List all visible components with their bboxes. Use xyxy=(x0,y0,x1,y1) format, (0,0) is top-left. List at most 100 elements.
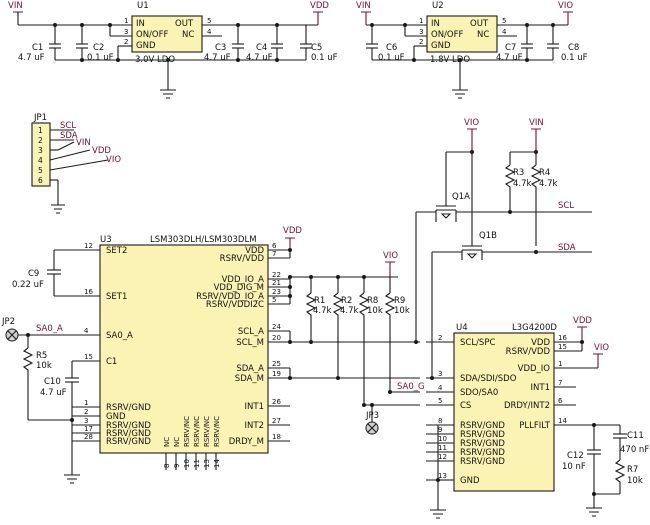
u1-pin-nc: NC xyxy=(182,30,194,40)
level-shifter: VIO VIN R3 4.7k R4 4.7k Q1A xyxy=(414,118,592,380)
u4-right-pin-label: VDD xyxy=(531,338,550,348)
u4-right-pin-label: RSRV/VDD xyxy=(506,347,551,357)
u4-left-pin-number: 11 xyxy=(438,444,447,452)
svg-text:C8: C8 xyxy=(568,43,579,53)
u4-left-pin-label: RSRV/GND xyxy=(460,448,505,458)
svg-text:1: 1 xyxy=(124,17,128,25)
u4-right-pin-number: 16 xyxy=(558,334,567,342)
c5-capacitor xyxy=(300,25,312,60)
svg-text:10k: 10k xyxy=(36,361,52,371)
u2-regulator-section: VIN U2 IN ON/OFF GND OUT NC 1 3 2 5 4 1.… xyxy=(356,1,588,99)
u3-left-pin-number: 12 xyxy=(84,242,93,250)
u3-left-pin-label: RSRV/GND xyxy=(106,421,151,431)
svg-text:4.7 uF: 4.7 uF xyxy=(40,388,67,398)
u3-left-pin-label: RSRV/GND xyxy=(106,437,151,447)
svg-text:10k: 10k xyxy=(627,476,643,486)
svg-text:NC: NC xyxy=(477,30,489,40)
u3-right-pin-label: INT1 xyxy=(245,402,264,412)
svg-text:0.1 uF: 0.1 uF xyxy=(311,53,338,63)
svg-text:VDD: VDD xyxy=(283,226,302,236)
u4-box xyxy=(453,332,555,492)
u3-left-pin-label: GND xyxy=(106,412,126,422)
svg-text:ON/OFF: ON/OFF xyxy=(431,30,463,40)
c6-capacitor xyxy=(366,25,378,60)
u3-right-pin-label: SCL_A xyxy=(238,327,264,337)
u4-part: L3G4200D xyxy=(512,323,557,333)
svg-text:GND: GND xyxy=(431,41,451,51)
svg-text:VIO: VIO xyxy=(383,251,398,261)
u4-right-pin-label: DRDY/INT2 xyxy=(504,401,550,411)
u3-right-pin-label: VDD_IO_A xyxy=(222,275,265,285)
u3-bottom-pin-number: 14 xyxy=(213,459,221,468)
jp1-vio-label: VIO xyxy=(106,155,121,165)
svg-text:3: 3 xyxy=(124,28,128,36)
c1-capacitor xyxy=(49,25,61,60)
q1a-mosfet: Q1A xyxy=(416,192,510,222)
svg-text:VIN: VIN xyxy=(356,1,371,11)
svg-text:R1: R1 xyxy=(314,296,325,306)
svg-text:C1: C1 xyxy=(32,43,43,53)
svg-text:Q1B: Q1B xyxy=(479,231,497,241)
svg-text:R2: R2 xyxy=(341,296,352,306)
u4-left-pin-label: GND xyxy=(460,476,480,486)
pllfilt-network: C11 470 nF C12 10 nF R7 10k xyxy=(554,423,649,517)
svg-text:R9: R9 xyxy=(394,296,405,306)
u3-left-pin-label: SA0_A xyxy=(106,331,133,341)
u4-right-pin-number: 6 xyxy=(558,397,563,405)
svg-text:4.7k: 4.7k xyxy=(313,306,332,316)
u3-bottom-pin-label: NC xyxy=(163,437,171,447)
u3-right-pin-label: SCL_M xyxy=(236,338,264,348)
u4-left-pin-label: RSRV/GND xyxy=(460,457,505,467)
u3-part: LSM303DLH/LSM303DLM xyxy=(150,235,257,245)
u3-right-pin-number: 7 xyxy=(272,250,276,258)
r5-resistor xyxy=(22,347,34,384)
u3-pullups: VIO R1 4.7k R2 4.7k R8 10k R9 10k xyxy=(288,251,410,405)
c9-capacitor: C9 0.22 uF xyxy=(12,249,72,297)
u4-right-pin-label: PLLFILT xyxy=(519,421,551,431)
svg-text:R8: R8 xyxy=(367,296,378,306)
u4-right-pin-number: 14 xyxy=(558,417,567,425)
u3-bottom-pin-label: NC xyxy=(173,437,181,447)
svg-text:5: 5 xyxy=(207,17,211,25)
u3-left-pin-label: SET1 xyxy=(106,292,127,302)
r9-resistor xyxy=(384,292,396,392)
svg-text:0.22 uF: 0.22 uF xyxy=(12,280,44,290)
svg-text:IN: IN xyxy=(431,19,440,29)
svg-text:5: 5 xyxy=(38,166,43,175)
q1b-mosfet: Q1B xyxy=(461,231,497,260)
u3-left-pin-number: 4 xyxy=(84,327,89,335)
svg-text:2: 2 xyxy=(38,136,43,145)
u3-right-pin-label: VDD_DIG_M xyxy=(214,283,264,293)
u3-bottom-pin-number: 11 xyxy=(193,459,201,468)
u1-regulator-section: VIN U1 IN ON/OFF GND OUT NC 1 3 2 5 4 3.… xyxy=(8,1,338,99)
u3-right-pin-label: SDA_M xyxy=(235,374,264,384)
svg-text:0.1 uF: 0.1 uF xyxy=(561,53,588,63)
svg-text:6: 6 xyxy=(38,176,43,185)
vdd-net-label: VDD xyxy=(310,1,329,11)
svg-text:OUT: OUT xyxy=(470,19,489,29)
svg-text:C6: C6 xyxy=(386,43,397,53)
r3-resistor xyxy=(504,164,516,212)
svg-text:4.7k: 4.7k xyxy=(513,179,532,189)
u3-right-pin-number: 6 xyxy=(272,242,277,250)
u3-right-pin-label: VDD xyxy=(245,246,264,256)
svg-text:R4: R4 xyxy=(539,168,550,178)
r2-resistor xyxy=(332,292,344,376)
u3-right-pin-number: 22 xyxy=(272,271,281,279)
u3-left-pin-number: 3 xyxy=(84,417,88,425)
c2-capacitor xyxy=(76,25,88,60)
u3-bottom-pin-label: RSRV/NC xyxy=(193,416,201,447)
vin-net-label: VIN xyxy=(8,1,23,11)
u4-right-pin-label: VDD_IO xyxy=(518,364,551,374)
u3-bottom-pin-number: 10 xyxy=(183,459,191,468)
u4-left-pin-label: RSRV/GND xyxy=(460,439,505,449)
u4-left-pin-number: 8 xyxy=(438,417,442,425)
u3-left-pin-number: 2 xyxy=(84,408,88,416)
u1-pin-in: IN xyxy=(136,19,145,29)
svg-text:470 nF: 470 nF xyxy=(620,445,649,455)
svg-text:C4: C4 xyxy=(256,43,267,53)
svg-text:VIO: VIO xyxy=(464,118,479,128)
u4-left-pin-label: SCL/SPC xyxy=(460,338,495,348)
svg-text:4.7 uF: 4.7 uF xyxy=(18,53,45,63)
u1-pin-gnd: GND xyxy=(136,41,156,51)
